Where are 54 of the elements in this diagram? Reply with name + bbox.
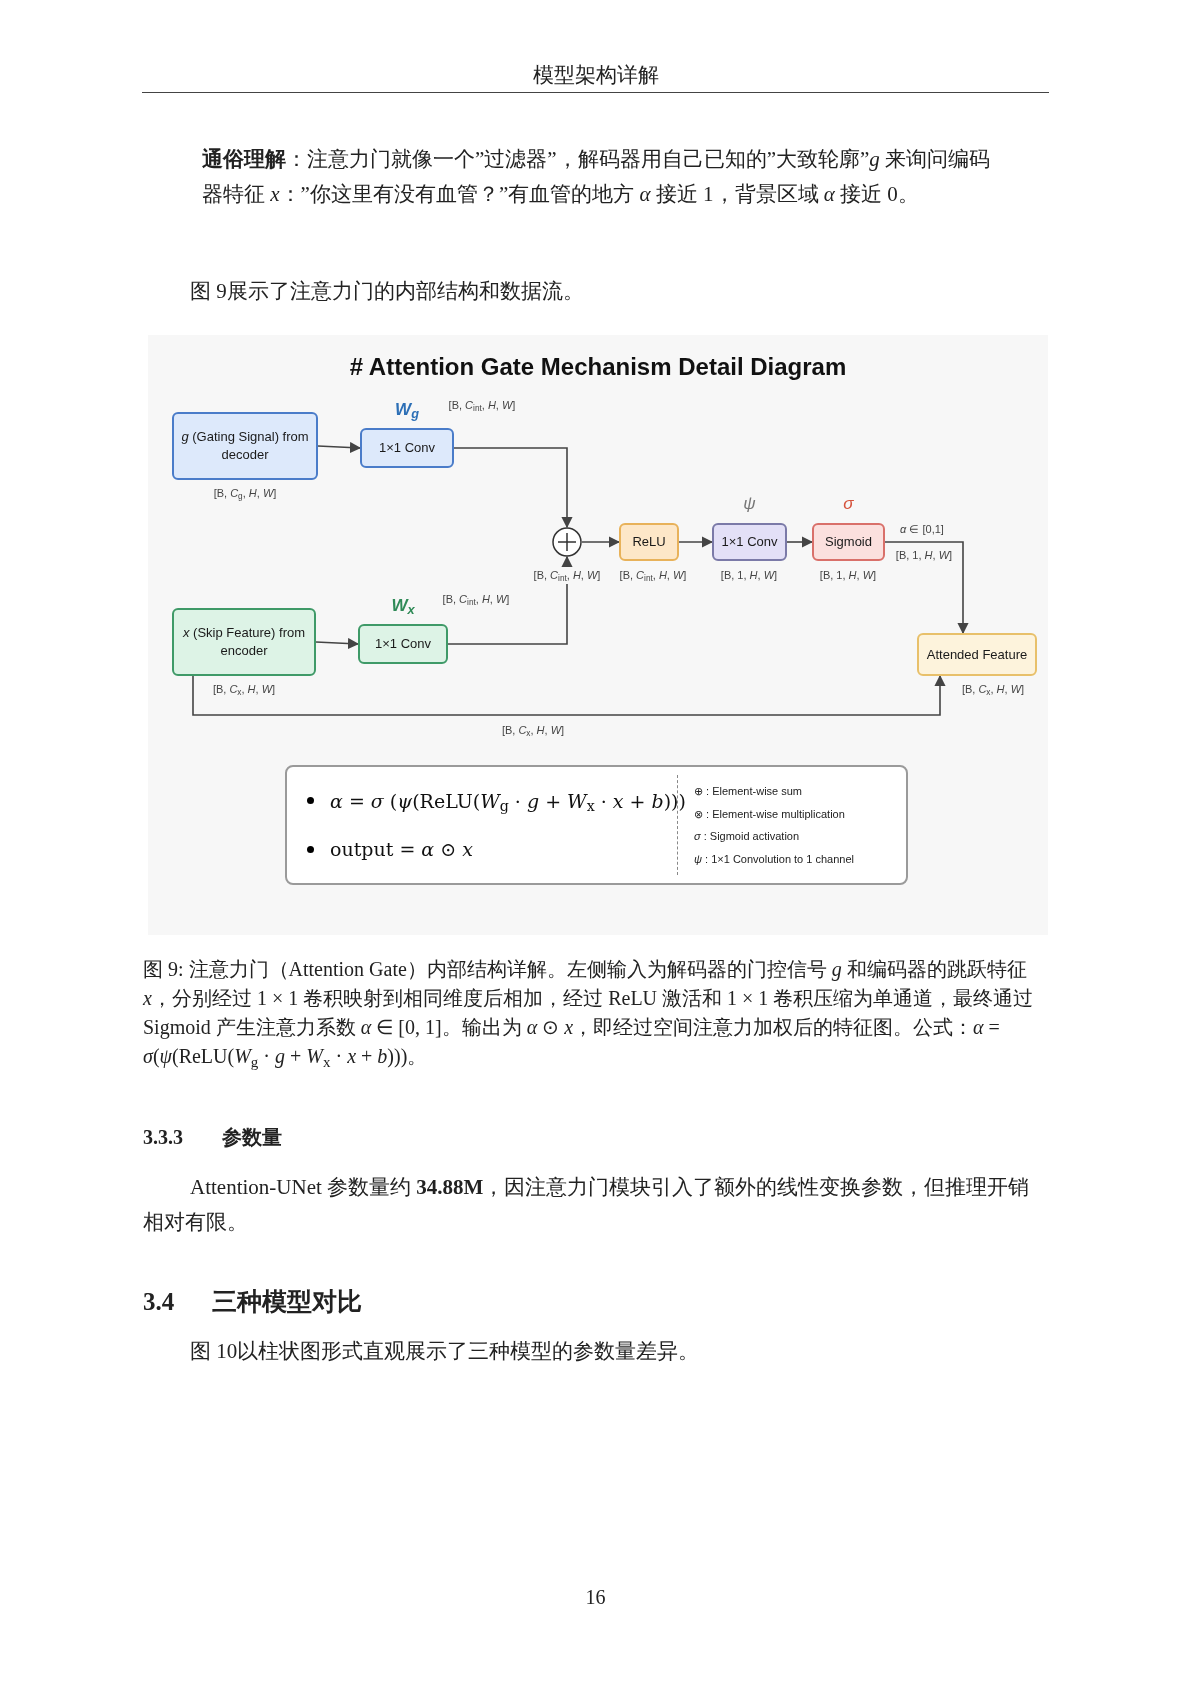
tensor-shape-label: [B, 1, H, W] [719,568,779,583]
paragraph: 图 9展示了注意力门的内部结构和数据流。 [190,278,584,305]
input-box [172,412,318,480]
node-label: ReLU [632,533,666,551]
input-box [172,608,316,676]
section-heading: 参数量 [222,1125,282,1150]
node-label: 1×1 Conv [379,439,435,457]
arrow [678,536,714,548]
tensor-shape-label: [B, 1, H, W] [818,568,878,583]
sum-circle [552,527,582,557]
formula-panel [285,765,908,885]
node-label: Attended Feature [926,645,1028,664]
diagram-title: # Attention Gate Mechanism Detail Diagram [348,352,848,382]
sigma-symbol: σ [842,493,855,515]
figure-caption: 图 9: 注意力门（Attention Gate）内部结构详解。左侧输入为解码器的门控信号 g 和编码器的跳跃特征 x，分别经过 1 × 1 卷积映射到相同维度后相加，经过 ReLU 激活和 1 × 1 卷积压缩为单通道，最终通过 Sigmoid 产生注意力系数 α ∈ [0, 1]。输出为 α ⊙ x，即经过空间注意力加权后的特征图。公式：α = σ(ψ(ReLU(W$_{g}$ · g + W$_{x}$ · x + b)))。 [143,957,1035,1071]
psi-symbol: ψ [742,493,757,515]
symbol-legend-entry: ψ : 1×1 Convolution to 1 channel [694,851,854,867]
node-label: g (Gating Signal) from decoder [180,428,310,464]
node-label: x (Skip Feature) from encoder [181,624,307,660]
node-label: 1×1 Conv [375,635,431,653]
arrow [315,637,360,650]
formula: α = σ (ψ(ReLU(W$_{g}$ · g + W$_{x}$ · x + b))) [330,788,686,815]
running-header: 模型架构详解 [531,62,660,89]
arrow [884,541,969,635]
symbol-legend-entry: σ : Sigmoid activation [694,829,801,844]
arrow [581,536,621,548]
node-label: 1×1 Conv [721,533,778,551]
arrow [453,447,573,529]
symbol-legend-entry: ⊗ : Element-wise multiplication [694,806,846,822]
activation-box [812,523,885,561]
conv-box [712,523,787,561]
tensor-shape-label: [B, C$_{g}$, H, W] [212,486,278,502]
arrow [317,441,362,454]
activation-box [619,523,679,561]
output-box [917,633,1037,676]
tensor-shape-label: [B, C$_{x}$, H, W] [960,682,1026,698]
arrow [786,536,814,548]
arrow [447,555,573,645]
tensor-shape-label: [B, 1, H, W] [894,548,954,563]
arrow [192,674,946,716]
paragraph: 通俗理解：注意力门就像一个”过滤器”，解码器用自己已知的”大致轮廓”g 来询问编码器特征 x：”你这里有没有血管？”有血管的地方 α 接近 1，背景区域 α 接近 0。 [202,146,992,208]
section-number: 3.3.3 [143,1125,183,1150]
tensor-shape-label: [B, C$_{x}$, H, W] [211,682,277,698]
section-number: 3.4 [143,1287,175,1317]
paragraph: Attention-UNet 参数量约 34.88M，因注意力门模块引入了额外的线性变换参数，但推理开销相对有限。 [143,1174,1031,1236]
paragraph: 图 10以柱状图形式直观展示了三种模型的参数量差异。 [190,1338,700,1365]
node-label: Sigmoid [825,533,872,551]
conv-box [358,624,448,664]
section-heading: 三种模型对比 [212,1287,362,1317]
tensor-shape-label: [B, C$_{int}$, H, W] [618,568,688,584]
conv-box [360,428,454,468]
page-number: 16 [584,1585,607,1610]
symbol-legend-entry: ⊕ : Element-wise sum [694,784,804,799]
formula: output = α ⊙ x [330,837,473,862]
